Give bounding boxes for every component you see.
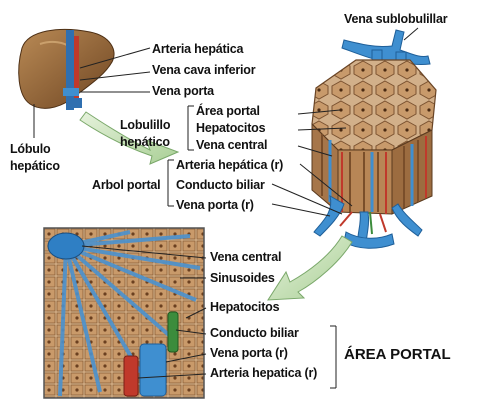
label-vena-cava-inferior: Vena cava inferior (152, 63, 255, 77)
label-arbol-portal: Arbol portal (92, 178, 160, 192)
label-inset-vena-porta-r: Vena porta (r) (210, 346, 288, 360)
label-arteria-hepatica-r: Arteria hepática (r) (176, 158, 283, 172)
label-lobulillo-line2: hepático (120, 135, 170, 149)
area-portal-bracket (330, 326, 336, 388)
label-vena-central: Vena central (196, 138, 267, 152)
label-vena-sublobulillar: Vena sublobulillar (344, 12, 447, 26)
label-inset-arteria-hepatica-r: Arteria hepatica (r) (210, 366, 317, 380)
label-vena-porta: Vena porta (152, 84, 214, 98)
zoom-arrow-lobule-to-inset (268, 236, 352, 300)
label-inset-conducto-biliar: Conducto biliar (210, 326, 299, 340)
label-inset-hepatocitos: Hepatocitos (210, 300, 279, 314)
label-lobulillo-line1: Lobulillo (120, 118, 170, 132)
label-lobulo-line1: Lóbulo (10, 142, 50, 156)
microscopic-inset (44, 228, 204, 398)
portal-tree-bracket (168, 160, 174, 206)
label-vena-porta-r: Vena porta (r) (176, 198, 254, 212)
lobule-block (312, 30, 436, 248)
label-lobulo-line2: hepático (10, 159, 60, 173)
label-area-portal-title: ÁREA PORTAL (344, 348, 451, 362)
label-area-portal: Área portal (196, 104, 260, 118)
label-hepatocitos: Hepatocitos (196, 121, 265, 135)
label-arteria-hepatica: Arteria hepática (152, 42, 243, 56)
liver-organ (19, 29, 114, 110)
label-conducto-biliar: Conducto biliar (176, 178, 265, 192)
lobule-bracket (188, 106, 194, 150)
label-inset-vena-central: Vena central (210, 250, 281, 264)
label-inset-sinusoides: Sinusoides (210, 271, 275, 285)
